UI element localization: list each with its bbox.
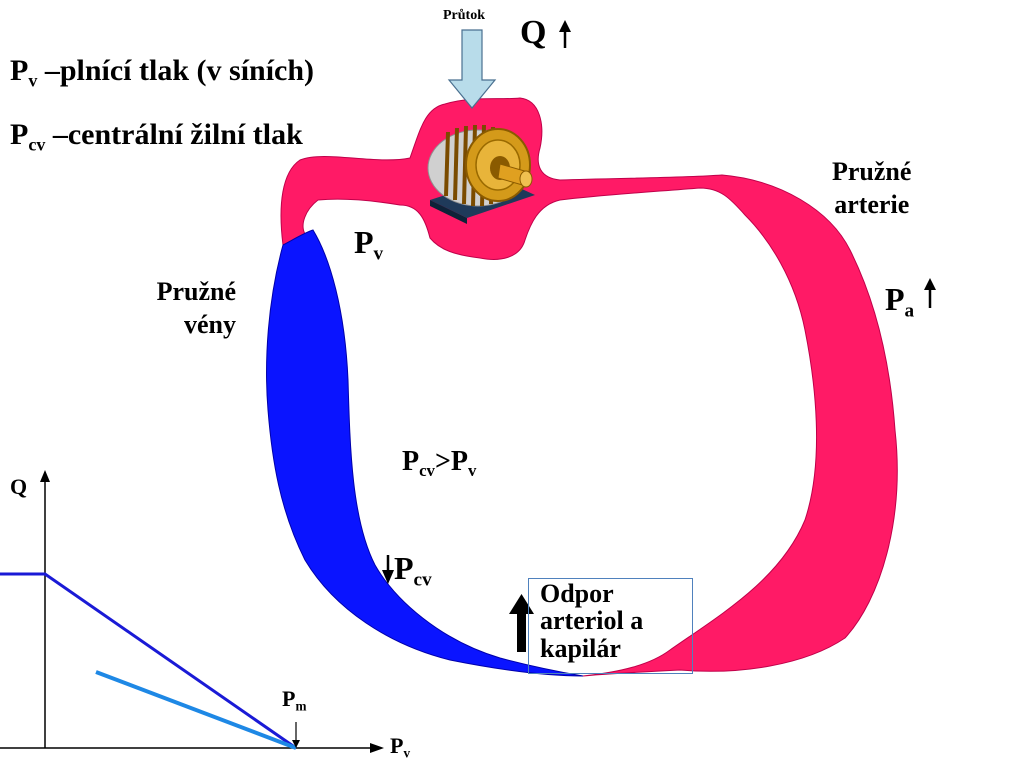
graph-x-label: Pv — [390, 733, 410, 760]
pm-label-sub: m — [295, 698, 307, 714]
comparison-pcv-sub: cv — [419, 460, 435, 480]
pm-label-symbol: P — [282, 686, 296, 711]
pa-label-symbol: P — [885, 281, 905, 317]
pcv-label-symbol: P — [394, 550, 414, 586]
pa-up-arrow-icon — [924, 278, 936, 308]
legend-pcv-symbol: P — [10, 118, 29, 151]
venous-return-curve-shifted — [95, 670, 297, 750]
pv-label-sub: v — [373, 243, 384, 265]
veins-label: Pružné vény — [134, 276, 236, 341]
legend-pcv-sub: cv — [28, 134, 46, 155]
resistance-label-line3: kapilár — [540, 633, 621, 663]
comparison-operator: >P — [434, 446, 469, 477]
flow-arrow-icon — [447, 29, 497, 109]
pv-label: Pv — [354, 224, 383, 264]
veins-label-line1: Pružné — [156, 277, 236, 306]
vein-vessel — [266, 229, 584, 677]
graph-y-label: Q — [10, 474, 28, 499]
legend-pv: Pv –plnící tlak (v síních) — [10, 54, 315, 90]
q-label: Q — [520, 14, 547, 51]
resistance-label: Odpor arteriol a kapilár — [540, 580, 643, 662]
legend-pcv: Pcv –centrální žilní tlak — [10, 118, 303, 154]
comparison-pv-sub: v — [468, 460, 477, 480]
arteries-label-line1: Pružné — [832, 157, 912, 186]
comparison-pcv-symbol: P — [402, 446, 420, 477]
q-up-arrow-icon — [559, 20, 571, 48]
pressure-comparison: Pcv>Pv — [402, 446, 476, 479]
veins-label-line2: vény — [184, 309, 236, 339]
pa-label: Pa — [885, 281, 914, 321]
graph-x-label-sub: v — [403, 745, 411, 761]
venous-return-curve — [0, 572, 297, 750]
pcv-down-arrow-icon — [382, 555, 394, 584]
pm-label: Pm — [282, 686, 306, 713]
q-pv-graph — [0, 470, 384, 753]
legend-pcv-text: –centrální žilní tlak — [45, 118, 303, 151]
pcv-label-sub: cv — [413, 569, 432, 591]
legend-pv-sub: v — [28, 70, 38, 91]
arteries-label: Pružné arterie — [832, 156, 911, 221]
pump-motor-icon — [427, 124, 535, 224]
pa-label-sub: a — [904, 300, 915, 322]
pcv-label: Pcv — [394, 550, 432, 590]
legend-pv-symbol: P — [10, 54, 29, 87]
resistance-up-arrow-icon — [509, 594, 534, 652]
flow-label: Průtok — [443, 8, 485, 23]
resistance-label-line2: arteriol a — [540, 606, 644, 636]
artery-vessel — [280, 97, 898, 677]
resistance-box — [528, 578, 693, 674]
legend-pv-text: –plnící tlak (v síních) — [37, 54, 315, 87]
resistance-label-line1: Odpor — [540, 579, 614, 608]
pv-label-symbol: P — [354, 224, 374, 260]
arteries-label-line2: arterie — [834, 189, 910, 219]
graph-x-label-symbol: P — [390, 733, 404, 758]
